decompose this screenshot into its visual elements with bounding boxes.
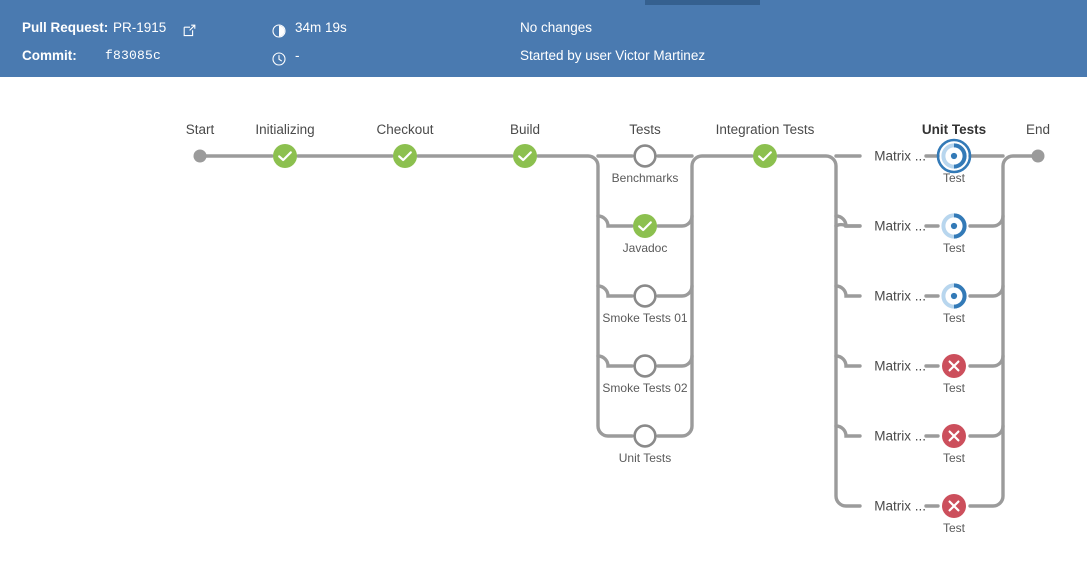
node-tests-unit-tests[interactable] [632,423,658,449]
pipeline-graph: Start Initializing Checkout Build Tests … [0,77,1087,561]
column-heading-integration-tests: Integration Tests [715,122,815,137]
node-label-matrix-3: Test [942,311,966,325]
external-link-icon[interactable] [183,24,196,37]
pull-request-label: Pull Request: [22,20,109,35]
duration-icon [272,24,286,38]
node-checkout[interactable] [392,143,418,169]
node-initializing[interactable] [272,143,298,169]
node-smoke-tests-01[interactable] [632,283,658,309]
node-smoke-tests-02[interactable] [632,353,658,379]
queue-time-value: - [295,48,300,63]
started-by-text: Started by user Victor Martinez [520,48,706,63]
matrix-label-4[interactable]: Matrix ... [874,358,926,374]
matrix-label-2[interactable]: Matrix ... [874,218,926,234]
node-matrix-2[interactable] [941,213,967,239]
node-start[interactable] [193,149,207,163]
node-label-javadoc: Javadoc [622,241,668,255]
changes-summary[interactable]: No changes [520,20,593,35]
node-matrix-6[interactable] [941,493,967,519]
top-accent-active-segment [645,0,760,5]
node-label-matrix-6: Test [942,521,966,535]
matrix-label-5[interactable]: Matrix ... [874,428,926,444]
node-javadoc[interactable] [632,213,658,239]
column-heading-unit-tests: Unit Tests [921,122,987,137]
node-integration-tests[interactable] [752,143,778,169]
matrix-label-3[interactable]: Matrix ... [874,288,926,304]
node-label-benchmarks: Benchmarks [611,171,679,185]
top-accent-strip [0,0,1087,5]
node-label-matrix-5: Test [942,451,966,465]
node-build[interactable] [512,143,538,169]
clock-icon [272,52,286,66]
node-benchmarks[interactable] [632,143,658,169]
node-matrix-3[interactable] [941,283,967,309]
node-matrix-4[interactable] [941,353,967,379]
commit-value[interactable]: f83085c [105,48,162,63]
commit-label: Commit: [22,48,77,63]
duration-value: 34m 19s [295,20,347,35]
column-heading-initializing: Initializing [255,122,315,137]
column-heading-end: End [1025,122,1051,137]
column-heading-checkout: Checkout [376,122,434,137]
column-heading-tests: Tests [629,122,661,137]
column-heading-start: Start [185,122,215,137]
run-header: Pull Request: PR-1915 Commit: f83085c 34… [0,5,1087,77]
node-label-matrix-1: Test [942,171,966,185]
node-matrix-5[interactable] [941,423,967,449]
node-matrix-1[interactable] [936,138,972,174]
pipeline-edges [204,154,1034,508]
node-label-smoke-tests-01: Smoke Tests 01 [602,311,688,325]
pull-request-value[interactable]: PR-1915 [113,20,167,35]
column-heading-build: Build [509,122,541,137]
matrix-label-1[interactable]: Matrix ... [874,148,926,164]
node-label-unit-tests: Unit Tests [618,451,672,465]
node-end[interactable] [1031,149,1045,163]
node-label-matrix-2: Test [942,241,966,255]
matrix-label-6[interactable]: Matrix ... [874,498,926,514]
node-label-smoke-tests-02: Smoke Tests 02 [602,381,688,395]
node-label-matrix-4: Test [942,381,966,395]
